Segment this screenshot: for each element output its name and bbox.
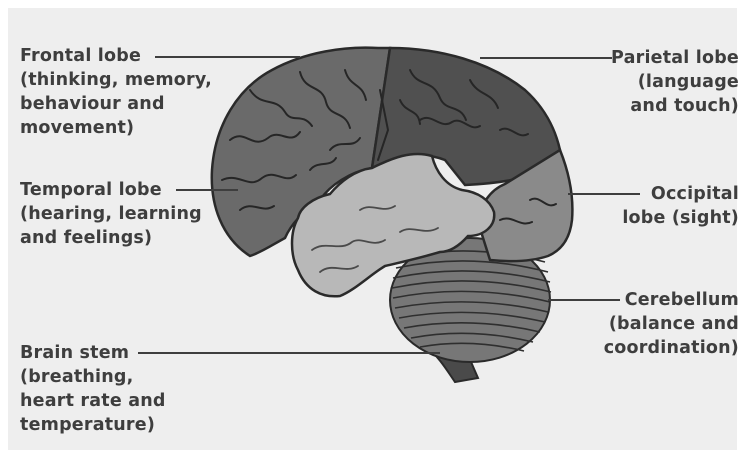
frontal-lobe-desc-3: movement) — [20, 116, 212, 140]
label-temporal-lobe: Temporal lobe (hearing, learning and fee… — [20, 178, 202, 250]
occipital-lobe-title: Occipital — [622, 182, 739, 206]
cerebellum-desc-1: (balance and — [604, 312, 739, 336]
frontal-lobe-desc-1: (thinking, memory, — [20, 68, 212, 92]
label-cerebellum: Cerebellum (balance and coordination) — [604, 288, 739, 360]
temporal-lobe-desc-2: and feelings) — [20, 226, 202, 250]
frontal-lobe-title: Frontal lobe — [20, 44, 212, 68]
cerebellum-title: Cerebellum — [604, 288, 739, 312]
frontal-lobe-desc-2: behaviour and — [20, 92, 212, 116]
parietal-lobe-desc-1: (language — [611, 70, 739, 94]
brain-stem-title: Brain stem — [20, 341, 166, 365]
cerebellum-desc-2: coordination) — [604, 336, 739, 360]
temporal-lobe-desc-1: (hearing, learning — [20, 202, 202, 226]
brain-stem-desc-2: heart rate and — [20, 389, 166, 413]
occipital-lobe-desc-1: lobe (sight) — [622, 206, 739, 230]
label-occipital-lobe: Occipital lobe (sight) — [622, 182, 739, 230]
temporal-lobe-title: Temporal lobe — [20, 178, 202, 202]
brain-stem-desc-1: (breathing, — [20, 365, 166, 389]
label-frontal-lobe: Frontal lobe (thinking, memory, behaviou… — [20, 44, 212, 140]
parietal-lobe-desc-2: and touch) — [611, 94, 739, 118]
label-parietal-lobe: Parietal lobe (language and touch) — [611, 46, 739, 118]
brain-stem-desc-3: temperature) — [20, 413, 166, 437]
label-brain-stem: Brain stem (breathing, heart rate and te… — [20, 341, 166, 437]
parietal-lobe-title: Parietal lobe — [611, 46, 739, 70]
